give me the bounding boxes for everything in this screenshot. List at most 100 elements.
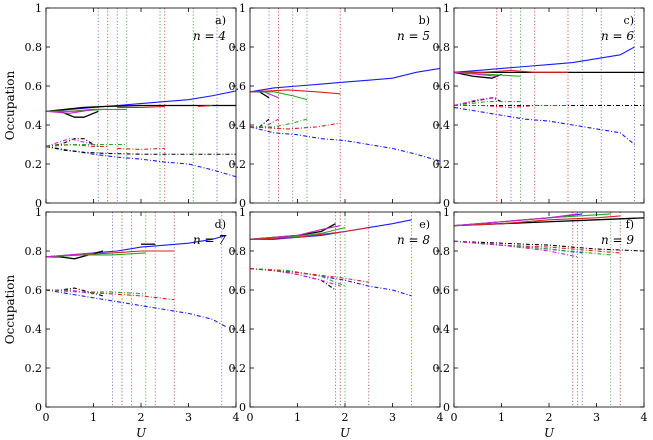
dashdot-series-line <box>454 101 521 107</box>
dashdot-series-line <box>454 97 497 107</box>
x-tick-label: 0 <box>247 411 254 424</box>
x-tick-label: 4 <box>233 411 240 424</box>
solid-series-line <box>197 104 213 108</box>
y-tick-label: 0.8 <box>25 41 43 54</box>
y-tick-label: 0.6 <box>229 80 247 93</box>
y-tick-label: 0.2 <box>433 158 451 171</box>
dashdot-series-line <box>454 240 611 256</box>
panel-n-label: n = 6 <box>601 29 634 43</box>
dashdot-series-line <box>46 145 236 155</box>
y-tick-label: 0.2 <box>25 158 43 171</box>
y-tick-label: 0.8 <box>433 41 451 54</box>
solid-series-line <box>454 69 568 73</box>
solid-series-line <box>250 89 341 95</box>
y-tick-label: 0.2 <box>229 362 247 375</box>
x-axis-title: U <box>340 426 351 440</box>
dashdot-series-line <box>250 122 341 130</box>
panel-letter-label: e) <box>419 218 430 231</box>
y-tick-label: 1 <box>35 2 42 15</box>
y-tick-label: 0 <box>35 401 42 414</box>
panel-n-label: n = 4 <box>193 29 226 43</box>
solid-series-line <box>250 91 308 101</box>
dashdot-series-line <box>454 106 635 145</box>
y-tick-label: 0.4 <box>433 119 451 132</box>
panel-letter-label: f) <box>626 218 634 231</box>
dashdot-series-line <box>117 147 165 150</box>
y-axis-title: Occupation <box>3 71 17 141</box>
panel-letter-label: c) <box>624 14 634 27</box>
y-tick-label: 0.6 <box>229 284 247 297</box>
series-group <box>46 234 227 328</box>
solid-series-line <box>46 108 94 114</box>
solid-series-line <box>454 46 635 73</box>
solid-series-line <box>46 252 94 258</box>
x-tick-label: 0 <box>451 411 458 424</box>
solid-series-line <box>117 105 165 108</box>
x-tick-label: 2 <box>546 411 553 424</box>
solid-series-line <box>250 227 369 240</box>
dashdot-series-line <box>46 289 146 295</box>
y-tick-label: 0 <box>239 401 246 414</box>
dashdot-series-line <box>250 118 270 128</box>
y-tick-label: 0.4 <box>229 119 247 132</box>
y-tick-label: 0.4 <box>25 323 43 336</box>
dashdot-series-line <box>250 268 369 283</box>
solid-series-line <box>454 213 578 227</box>
panel-letter-label: a) <box>215 14 226 27</box>
y-tick-label: 0.2 <box>433 362 451 375</box>
series-group <box>454 213 644 258</box>
dashdot-series-line <box>46 289 227 328</box>
solid-series-line <box>46 252 146 258</box>
x-tick-label: 1 <box>294 411 301 424</box>
x-tick-label: 1 <box>90 411 97 424</box>
y-tick-label: 0.2 <box>25 362 43 375</box>
series-group <box>250 67 440 162</box>
y-tick-label: 0 <box>443 401 450 414</box>
dashdot-series-line <box>454 104 568 109</box>
dashdot-series-line <box>250 118 308 128</box>
panel-n-label: n = 7 <box>193 233 226 247</box>
x-tick-label: 3 <box>593 411 600 424</box>
dashdot-series-line <box>46 138 94 147</box>
dashdot-series-line <box>454 240 578 258</box>
dashdot-series-line <box>250 268 412 297</box>
x-tick-label: 2 <box>342 411 349 424</box>
y-tick-label: 0 <box>443 197 450 210</box>
dashdot-series-line <box>46 138 99 147</box>
x-axis-title: U <box>544 426 555 440</box>
x-tick-label: 3 <box>389 411 396 424</box>
solid-series-line <box>46 104 236 112</box>
dashdot-series-line <box>454 240 621 254</box>
dashdot-series-line <box>46 289 94 295</box>
y-tick-label: 0.8 <box>229 41 247 54</box>
panel-letter-label: b) <box>419 14 430 27</box>
x-tick-label: 3 <box>185 411 192 424</box>
y-tick-label: 0.8 <box>25 245 43 258</box>
panel-n-label: n = 9 <box>601 233 634 247</box>
y-tick-label: 0.8 <box>433 245 451 258</box>
y-tick-label: 0.4 <box>433 323 451 336</box>
panel-letter-label: d) <box>215 218 226 231</box>
x-tick-label: 0 <box>43 411 50 424</box>
x-tick-label: 1 <box>498 411 505 424</box>
y-tick-label: 0.4 <box>25 119 43 132</box>
y-tick-label: 0.2 <box>229 158 247 171</box>
panel-c: 00.20.40.60.81c)n = 6 <box>433 2 645 210</box>
panel-n-label: n = 8 <box>397 233 430 247</box>
y-tick-label: 1 <box>443 206 450 219</box>
x-tick-label: 2 <box>138 411 145 424</box>
y-tick-label: 1 <box>239 2 246 15</box>
dashdot-series-line <box>46 145 236 178</box>
panel-b: 0 0.2 0.4 0.6 0.8 1 b) n = 5 <box>229 2 441 210</box>
dashdot-series-line <box>46 289 175 301</box>
y-tick-label: 0.8 <box>229 245 247 258</box>
y-tick-label: 1 <box>35 206 42 219</box>
y-tick-label: 0 <box>239 197 246 210</box>
y-tick-label: 0.6 <box>433 284 451 297</box>
y-tick-label: 0.6 <box>433 80 451 93</box>
panel-n-label: n = 5 <box>397 29 430 43</box>
series-group <box>454 46 644 145</box>
y-tick-label: 0.6 <box>25 284 43 297</box>
